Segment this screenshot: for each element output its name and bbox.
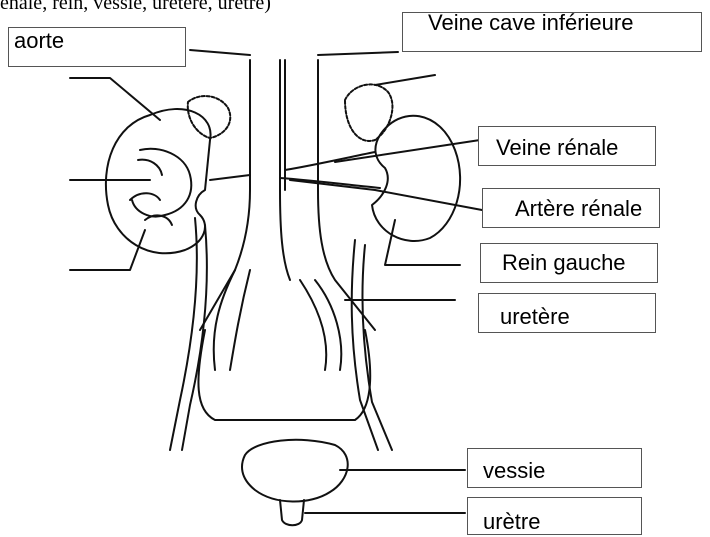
label-vessie: vessie <box>483 460 545 482</box>
label-artere-renale: Artère rénale <box>515 198 642 220</box>
bladder <box>242 440 348 502</box>
label-veine-renale: Veine rénale <box>496 137 618 159</box>
leader-top-left <box>70 78 160 120</box>
urethra <box>280 500 304 525</box>
label-veine-cave: Veine cave inférieure <box>428 12 633 34</box>
pelvic-bladder-outline <box>198 330 370 420</box>
left-kidney <box>372 116 460 241</box>
label-uretere: uretère <box>500 306 570 328</box>
label-rein-gauche: Rein gauche <box>502 252 626 274</box>
leader-adrenal-left <box>375 75 435 85</box>
leader-rein-gauche <box>385 220 460 265</box>
leader-low-left <box>70 230 145 270</box>
leader-aorte <box>190 50 250 55</box>
right-kidney <box>106 109 211 253</box>
leader-veine-cave <box>318 52 398 55</box>
vena-cava <box>285 60 375 330</box>
label-uretre: urètre <box>483 511 540 533</box>
right-adrenal <box>188 96 230 138</box>
left-adrenal <box>345 84 392 141</box>
label-aorte: aorte <box>14 30 64 52</box>
